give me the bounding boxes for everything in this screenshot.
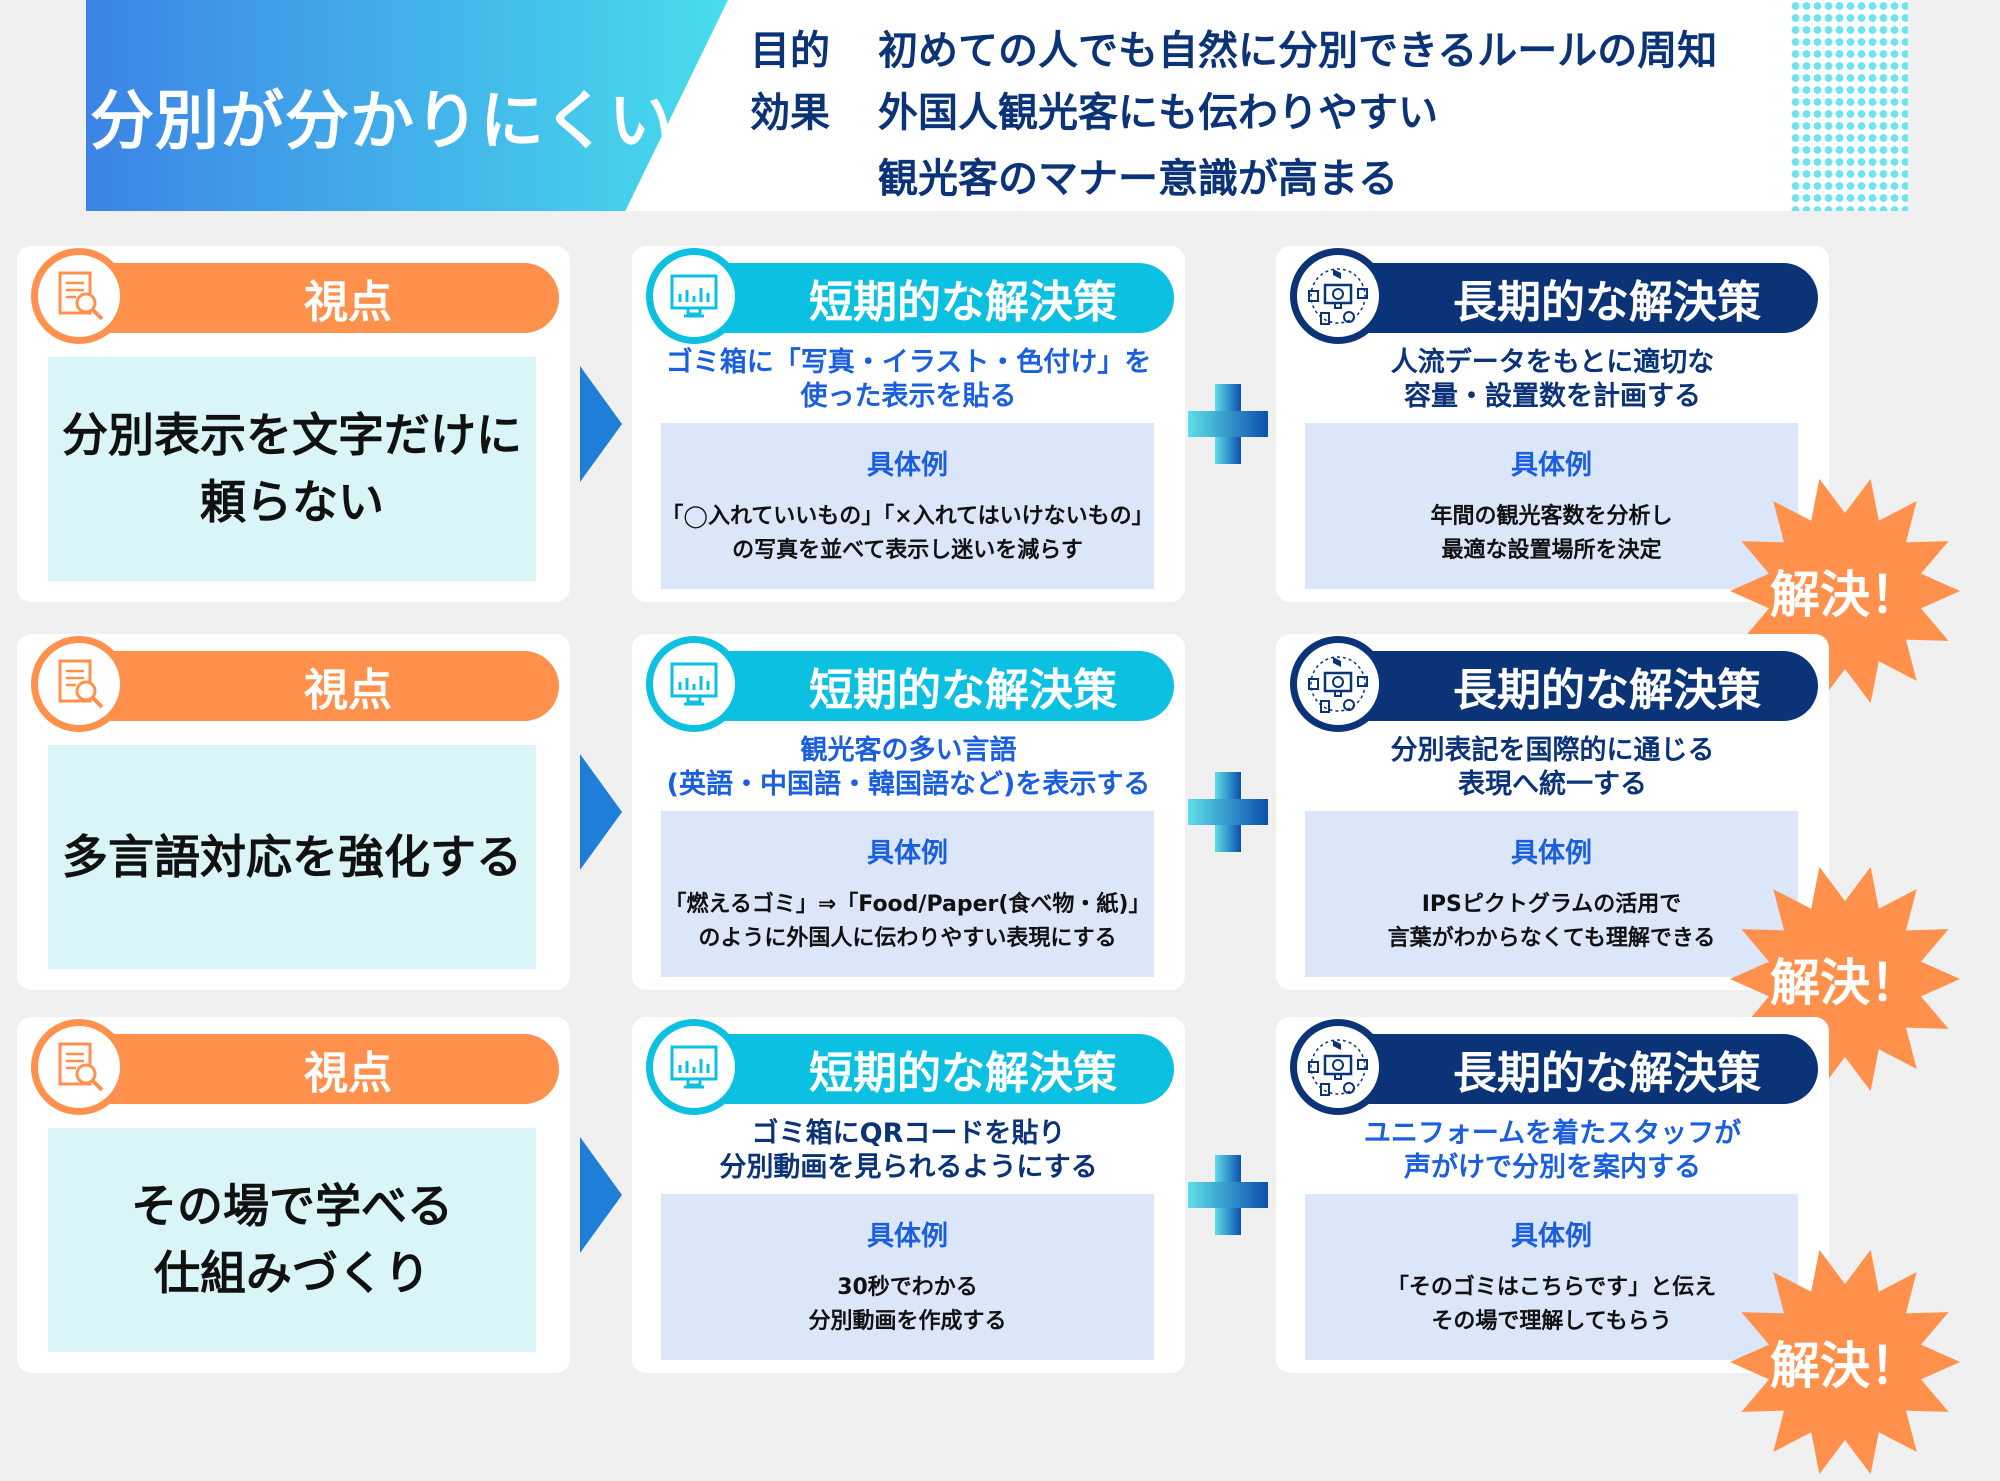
short-solution-card: 短期的な解決策 観光客の多い言語 (英語・中国語・韓国語など)を表示する 具体例… xyxy=(632,634,1185,990)
document-search-icon xyxy=(31,636,127,732)
example-label: 具体例 xyxy=(1511,450,1592,481)
long-solution-card: 長期的な解決策 分別表記を国際的に通じる 表現へ統一する 具体例 IPSピクトグ… xyxy=(1276,634,1829,990)
plus-icon xyxy=(1188,1155,1268,1235)
monitor-chart-icon xyxy=(646,248,742,344)
example-box: 具体例 「◯入れていいもの」「×入れてはいけないもの」 の写真を並べて表示し迷い… xyxy=(661,423,1154,589)
viewpoint-card: 視点 その場で学べる 仕組みづくり xyxy=(17,1017,570,1373)
example-text: IPSピクトグラムの活用で 言葉がわからなくても理解できる xyxy=(1387,892,1716,952)
example-box: 具体例 「そのゴミはこちらです」と伝え その場で理解してもらう xyxy=(1305,1194,1798,1360)
long-solution-text: 分別表記を国際的に通じる 表現へ統一する xyxy=(1390,735,1715,800)
example-text: 30秒でわかる 分別動画を作成する xyxy=(808,1275,1007,1335)
short-solution-card: 短期的な解決策 ゴミ箱に「写真・イラスト・色付け」を 使った表示を貼る 具体例 … xyxy=(632,246,1185,602)
effect-text-1: 外国人観光客にも伝わりやすい xyxy=(878,90,1438,136)
header-banner: 分別が分かりにくい 目的 初めての人でも自然に分別できるルールの周知 効果 外国… xyxy=(86,0,1908,211)
short-solution-card: 短期的な解決策 ゴミ箱にQRコードを貼り 分別動画を見られるようにする 具体例 … xyxy=(632,1017,1185,1373)
solved-badge-text: 解決！ xyxy=(1770,1337,1920,1395)
purpose-label: 目的 xyxy=(750,28,830,74)
example-box: 具体例 IPSピクトグラムの活用で 言葉がわからなくても理解できる xyxy=(1305,811,1798,977)
monitor-chart-icon xyxy=(646,636,742,732)
example-label: 具体例 xyxy=(1511,1221,1592,1252)
long-solution-card: 長期的な解決策 ユニフォームを着たスタッフが 声がけで分別を案内する 具体例 「… xyxy=(1276,1017,1829,1373)
solved-badge: 解決！ xyxy=(1730,864,1960,1094)
short-solution-text: 観光客の多い言語 (英語・中国語・韓国語など)を表示する xyxy=(666,735,1151,800)
solved-badge: 解決！ xyxy=(1730,1247,1960,1477)
monitor-chart-icon xyxy=(646,1019,742,1115)
viewpoint-text: 多言語対応を強化する xyxy=(48,745,536,969)
solved-badge-text: 解決！ xyxy=(1770,566,1920,624)
arrow-right-icon xyxy=(580,1137,622,1253)
long-solution-header: 長期的な解決策 xyxy=(1336,263,1818,333)
short-solution-header: 短期的な解決策 xyxy=(692,651,1174,721)
long-solution-text: 人流データをもとに適切な 容量・設置数を計画する xyxy=(1390,347,1715,412)
network-gear-icon xyxy=(1290,636,1386,732)
example-label: 具体例 xyxy=(867,450,948,481)
example-label: 具体例 xyxy=(867,1221,948,1252)
document-search-icon xyxy=(31,1019,127,1115)
header-title: 分別が分かりにくい xyxy=(90,85,674,159)
long-solution-header: 長期的な解決策 xyxy=(1336,1034,1818,1104)
network-gear-icon xyxy=(1290,1019,1386,1115)
viewpoint-text: 分別表示を文字だけに 頼らない xyxy=(48,357,536,581)
short-solution-header: 短期的な解決策 xyxy=(692,263,1174,333)
example-label: 具体例 xyxy=(867,838,948,869)
viewpoint-card: 視点 多言語対応を強化する xyxy=(17,634,570,990)
long-solution-text: ユニフォームを着たスタッフが 声がけで分別を案内する xyxy=(1363,1118,1742,1183)
viewpoint-header: 視点 xyxy=(77,1034,559,1104)
arrow-right-icon xyxy=(580,754,622,870)
example-box: 具体例 30秒でわかる 分別動画を作成する xyxy=(661,1194,1154,1360)
example-box: 具体例 「燃えるゴミ」⇒「Food/Paper(食べ物・紙)」 のように外国人に… xyxy=(661,811,1154,977)
example-text: 「燃えるゴミ」⇒「Food/Paper(食べ物・紙)」 のように外国人に伝わりや… xyxy=(664,892,1151,952)
viewpoint-text: その場で学べる 仕組みづくり xyxy=(48,1128,536,1352)
example-label: 具体例 xyxy=(1511,838,1592,869)
short-solution-text: ゴミ箱に「写真・イラスト・色付け」を 使った表示を貼る xyxy=(665,347,1152,412)
viewpoint-header: 視点 xyxy=(77,651,559,721)
plus-icon xyxy=(1188,384,1268,464)
effect-label: 効果 xyxy=(750,90,830,136)
purpose-text: 初めての人でも自然に分別できるルールの周知 xyxy=(878,28,1718,74)
dot-pattern-decoration xyxy=(1790,0,1908,211)
example-text: 年間の観光客数を分析し 最適な設置場所を決定 xyxy=(1430,504,1673,564)
document-search-icon xyxy=(31,248,127,344)
header-title-panel: 分別が分かりにくい xyxy=(86,0,728,211)
example-text: 「◯入れていいもの」「×入れてはいけないもの」 の写真を並べて表示し迷いを減らす xyxy=(661,504,1154,564)
viewpoint-header: 視点 xyxy=(77,263,559,333)
example-box: 具体例 年間の観光客数を分析し 最適な設置場所を決定 xyxy=(1305,423,1798,589)
effect-text-2: 観光客のマナー意識が高まる xyxy=(878,156,1398,202)
network-gear-icon xyxy=(1290,248,1386,344)
short-solution-header: 短期的な解決策 xyxy=(692,1034,1174,1104)
long-solution-header: 長期的な解決策 xyxy=(1336,651,1818,721)
example-text: 「そのゴミはこちらです」と伝え その場で理解してもらう xyxy=(1386,1275,1717,1335)
arrow-right-icon xyxy=(580,366,622,482)
plus-icon xyxy=(1188,772,1268,852)
viewpoint-card: 視点 分別表示を文字だけに 頼らない xyxy=(17,246,570,602)
long-solution-card: 長期的な解決策 人流データをもとに適切な 容量・設置数を計画する 具体例 年間の… xyxy=(1276,246,1829,602)
solved-badge-text: 解決！ xyxy=(1770,954,1920,1012)
short-solution-text: ゴミ箱にQRコードを貼り 分別動画を見られるようにする xyxy=(719,1118,1098,1183)
